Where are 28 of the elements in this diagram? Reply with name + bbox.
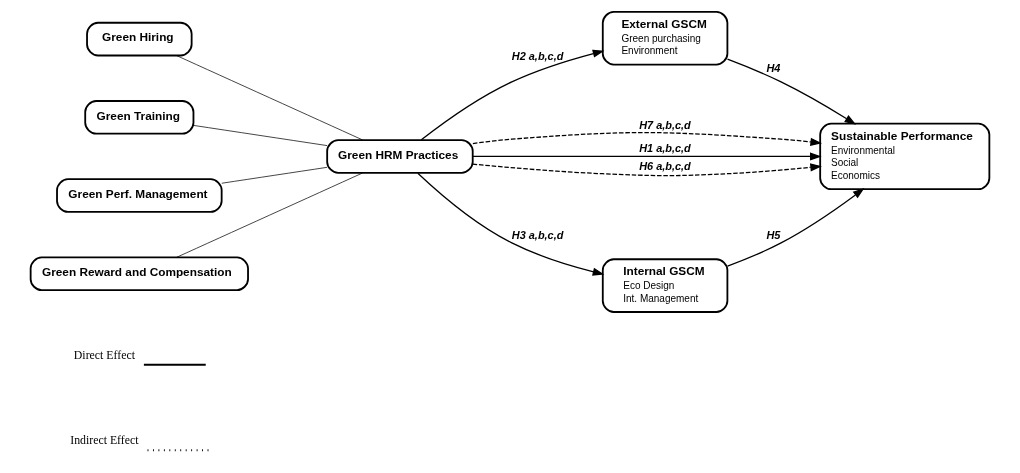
arrow (472, 152, 822, 161)
arrow (472, 131, 823, 146)
node-box: Green Perf. Management (56, 178, 223, 213)
edge-label: H4 (766, 62, 781, 75)
edge-label: H3 a,b,c,d (511, 228, 564, 241)
edge-label: H5 (766, 228, 781, 241)
node-box: External GSCM Green purchasing Environment (601, 10, 729, 66)
edge-label: H1 a,b,c,d (639, 142, 691, 155)
legend-label: Indirect Effect (70, 433, 139, 448)
arrow (726, 188, 865, 267)
arrow (420, 49, 605, 141)
connector (193, 125, 328, 146)
connector (176, 172, 363, 258)
edge-label: H7 a,b,c,d (639, 118, 691, 131)
node-box: Green Reward and Compensation (29, 256, 249, 292)
node-box: Sustainable Performance Environmental Social Economics (819, 122, 991, 191)
edge-label: H2 a,b,c,d (511, 49, 564, 62)
node-box: Internal GSCM Eco Design Int. Management (601, 258, 729, 313)
node-box: Green Training (84, 100, 195, 135)
legend-label: Direct Effect (73, 347, 135, 362)
arrow (472, 163, 822, 177)
connector (176, 55, 363, 141)
arrow (417, 172, 605, 276)
node-box: Green HRM Practices (326, 139, 474, 174)
node-box: Green Hiring (86, 21, 193, 57)
arrow (726, 58, 857, 125)
connector (221, 166, 328, 184)
edge-label: H6 a,b,c,d (639, 159, 691, 172)
